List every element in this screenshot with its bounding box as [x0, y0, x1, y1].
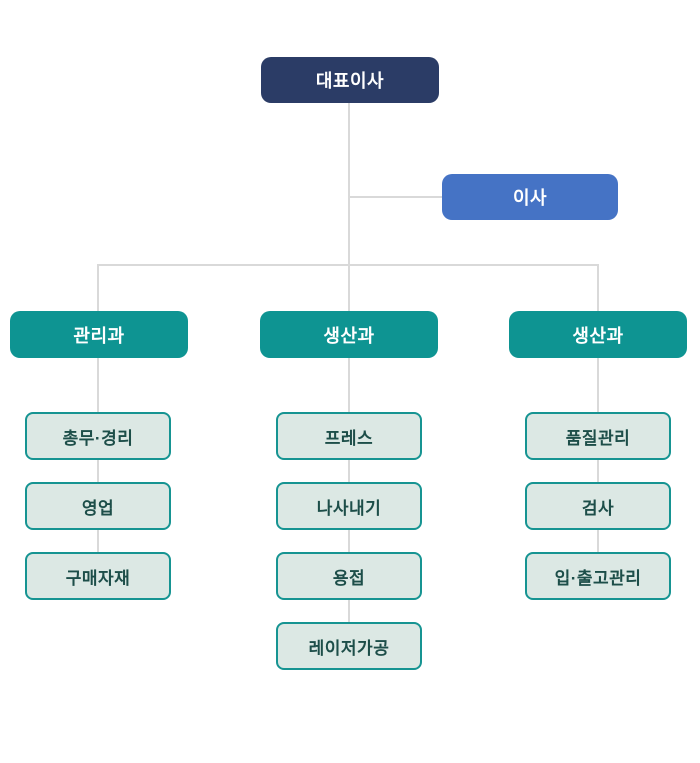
connector-col1-link-1: [97, 358, 99, 412]
connector-col3-link-2: [597, 460, 599, 482]
org-node-laser-processing: 레이저가공: [276, 622, 422, 670]
connector-col1-link-2: [97, 460, 99, 482]
org-node-ceo: 대표이사: [261, 57, 439, 103]
connector-col1-link-3: [97, 530, 99, 552]
org-node-quality-control: 품질관리: [525, 412, 671, 460]
org-node-inspection: 검사: [525, 482, 671, 530]
connector-col2-link-2: [348, 460, 350, 482]
org-node-dept-production-2: 생산과: [509, 311, 687, 358]
org-node-director: 이사: [442, 174, 618, 220]
connector-advisor-horizontal: [348, 196, 442, 198]
org-node-welding: 용접: [276, 552, 422, 600]
org-node-threading: 나사내기: [276, 482, 422, 530]
connector-root-vertical: [348, 103, 350, 265]
org-node-sales: 영업: [25, 482, 171, 530]
connector-col2-link-3: [348, 530, 350, 552]
org-node-purchasing: 구매자재: [25, 552, 171, 600]
connector-col2-link-4: [348, 600, 350, 622]
connector-col2-link-1: [348, 358, 350, 412]
org-node-press: 프레스: [276, 412, 422, 460]
org-node-dept-management: 관리과: [10, 311, 188, 358]
org-node-warehouse-management: 입·출고관리: [525, 552, 671, 600]
org-node-dept-production-1: 생산과: [260, 311, 438, 358]
connector-stub-dept-3: [597, 264, 599, 311]
connector-col3-link-1: [597, 358, 599, 412]
connector-stub-dept-2: [348, 264, 350, 311]
connector-stub-dept-1: [97, 264, 99, 311]
org-node-general-affairs: 총무·경리: [25, 412, 171, 460]
connector-col3-link-3: [597, 530, 599, 552]
